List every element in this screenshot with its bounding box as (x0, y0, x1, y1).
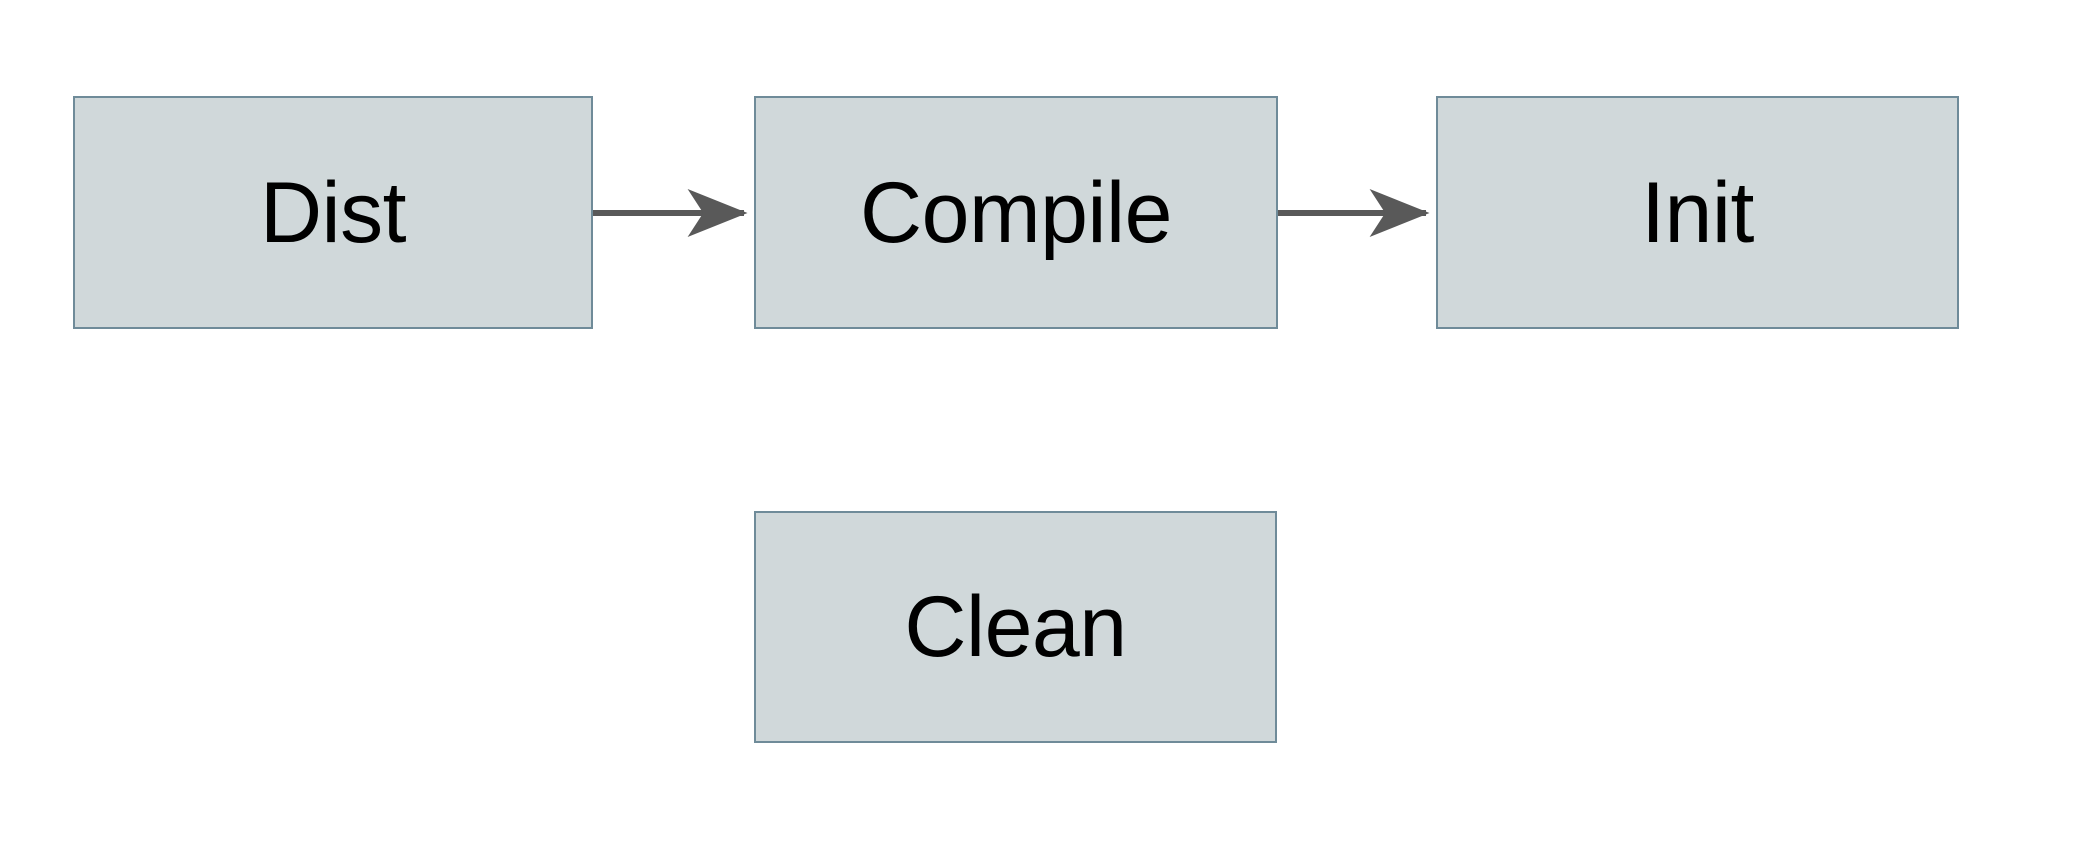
node-label: Init (1641, 164, 1754, 261)
node-label: Compile (860, 164, 1172, 261)
node-clean[interactable]: Clean (754, 511, 1277, 743)
node-label: Dist (259, 164, 407, 261)
node-label: Clean (904, 579, 1127, 675)
node-dist[interactable]: Dist (73, 96, 593, 329)
node-compile[interactable]: Compile (754, 96, 1278, 329)
node-init[interactable]: Init (1436, 96, 1959, 329)
